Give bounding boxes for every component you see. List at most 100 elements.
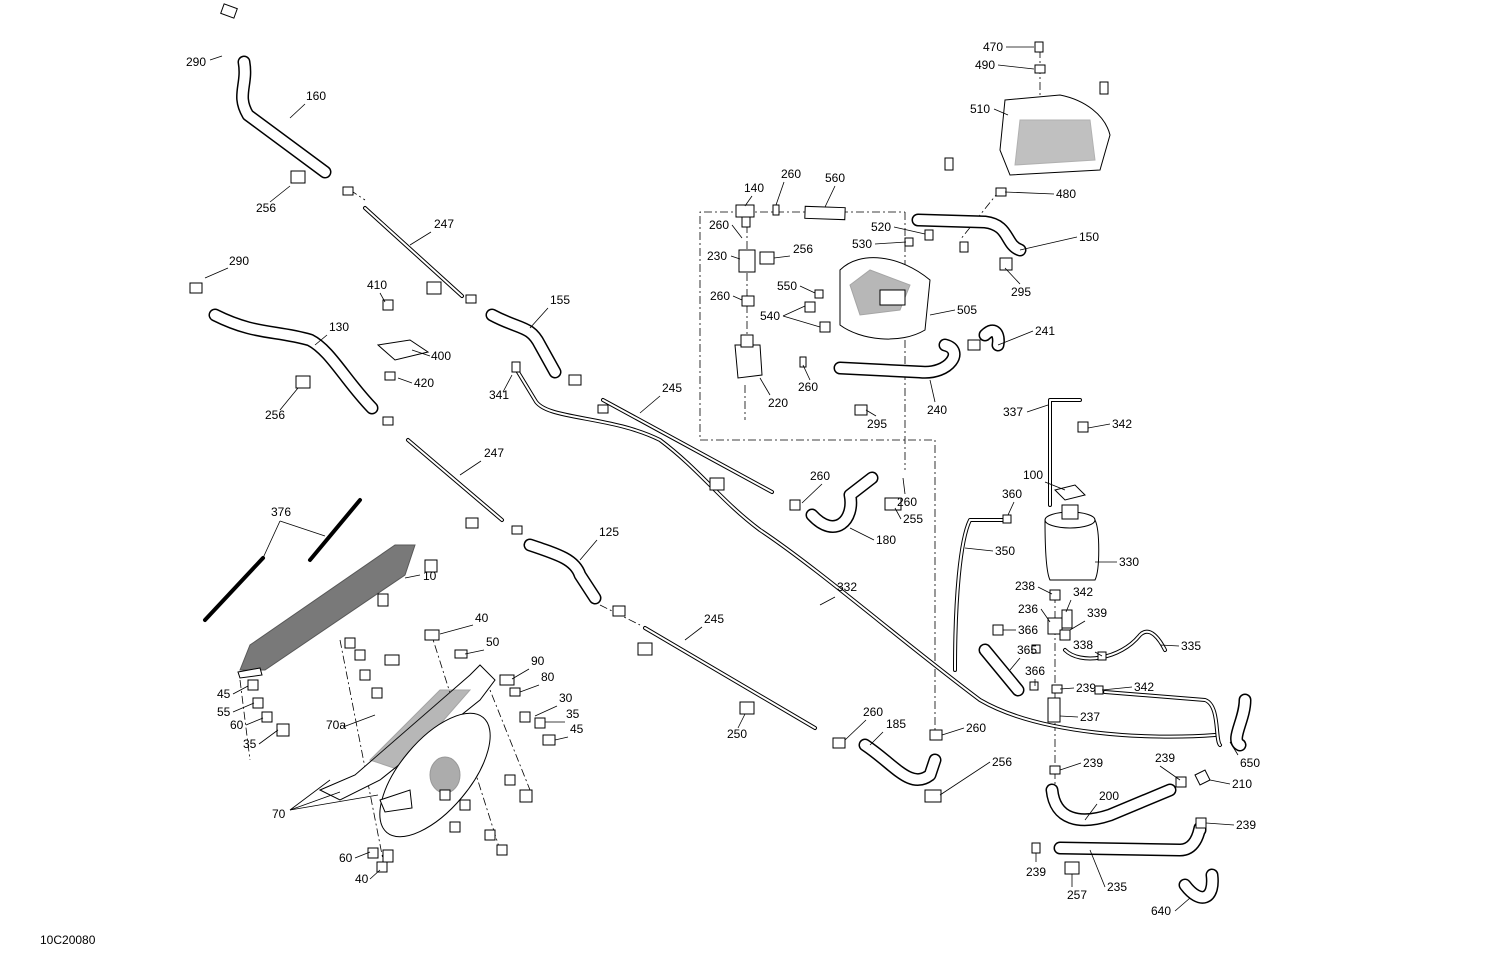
part-label-410: 410 [367, 278, 387, 292]
part-label-235: 235 [1107, 880, 1127, 894]
hose-235 [1053, 821, 1207, 857]
part-label-10: 10 [423, 569, 437, 583]
part-label-50: 50 [486, 635, 500, 649]
valve-220 [734, 334, 763, 379]
hose-640 [1178, 868, 1219, 904]
part-label-220: 220 [768, 396, 788, 410]
hose-200 [1045, 783, 1177, 827]
tube-337 [1048, 398, 1082, 507]
housing-510 [999, 94, 1111, 176]
part-label-420: 420 [414, 376, 434, 390]
part-label-480: 480 [1056, 187, 1076, 201]
part-label-365: 365 [1017, 643, 1037, 657]
part-label-40: 40 [475, 611, 489, 625]
part-label-240: 240 [927, 403, 947, 417]
hose-185 [858, 738, 942, 787]
part-label-239: 239 [1026, 865, 1046, 879]
part-label-150: 150 [1079, 230, 1099, 244]
part-label-295: 295 [1011, 285, 1031, 299]
part-label-337: 337 [1003, 405, 1023, 419]
leader-lines [204, 46, 1239, 912]
hose-180 [805, 471, 879, 533]
part-label-350: 350 [995, 544, 1015, 558]
part-label-35: 35 [566, 707, 580, 721]
hose-130 [208, 308, 379, 415]
part-label-55: 55 [217, 705, 231, 719]
part-label-250: 250 [727, 727, 747, 741]
part-label-60: 60 [339, 851, 353, 865]
part-label-155: 155 [550, 293, 570, 307]
part-label-247: 247 [434, 217, 454, 231]
hose-150 [911, 213, 1027, 257]
part-label-260: 260 [897, 495, 917, 509]
part-label-530: 530 [852, 237, 872, 251]
part-label-255: 255 [903, 512, 923, 526]
cap-100 [1054, 484, 1086, 501]
part-label-332: 332 [837, 580, 857, 594]
hose-241 [978, 324, 1005, 352]
fan-shroud-70a [318, 664, 496, 801]
part-label-210: 210 [1232, 777, 1252, 791]
part-label-560: 560 [825, 171, 845, 185]
part-label-260: 260 [810, 469, 830, 483]
part-label-185: 185 [886, 717, 906, 731]
pipe-245-lower [643, 626, 817, 730]
fitting-140 [735, 204, 755, 228]
part-label-70a: 70a [326, 718, 346, 732]
part-label-330: 330 [1119, 555, 1139, 569]
part-label-180: 180 [876, 533, 896, 547]
part-label-30: 30 [559, 691, 573, 705]
part-label-510: 510 [970, 102, 990, 116]
part-label-239: 239 [1083, 756, 1103, 770]
part-label-80: 80 [541, 670, 555, 684]
part-label-200: 200 [1099, 789, 1119, 803]
rods-376 [203, 498, 362, 622]
part-label-366: 366 [1025, 664, 1045, 678]
part-label-341: 341 [489, 388, 509, 402]
tube-342-lower [1103, 690, 1222, 747]
part-label-257: 257 [1067, 888, 1087, 902]
part-label-239: 239 [1076, 681, 1096, 695]
part-label-256: 256 [992, 755, 1012, 769]
part-label-100: 100 [1023, 468, 1043, 482]
part-label-505: 505 [957, 303, 977, 317]
part-label-540: 540 [760, 309, 780, 323]
bracket-400 [376, 339, 430, 361]
part-label-640: 640 [1151, 904, 1171, 918]
part-label-260: 260 [798, 380, 818, 394]
part-label-160: 160 [306, 89, 326, 103]
part-label-260: 260 [709, 218, 729, 232]
hose-335 [1063, 629, 1167, 661]
part-label-339: 339 [1087, 606, 1107, 620]
part-label-338: 338 [1073, 638, 1093, 652]
part-label-256: 256 [793, 242, 813, 256]
part-label-60: 60 [230, 718, 244, 732]
part-label-260: 260 [966, 721, 986, 735]
fan-70 [379, 712, 491, 838]
part-label-650: 650 [1240, 756, 1260, 770]
part-label-256: 256 [256, 201, 276, 215]
pipe-245-upper [601, 398, 774, 494]
part-label-366: 366 [1018, 623, 1038, 637]
part-label-342: 342 [1112, 417, 1132, 431]
part-label-239: 239 [1155, 751, 1175, 765]
reservoir-330 [1044, 504, 1100, 581]
part-label-70: 70 [272, 807, 286, 821]
hose-155 [485, 308, 562, 379]
pipe-247-upper [363, 206, 464, 298]
part-label-290: 290 [186, 55, 206, 69]
part-label-237: 237 [1080, 710, 1100, 724]
vent-tube-332 [516, 370, 1217, 739]
hose-240 [833, 338, 961, 379]
elbow-210 [1194, 769, 1211, 786]
part-label-90: 90 [531, 654, 545, 668]
part-label-290: 290 [229, 254, 249, 268]
thermostat-housing-505 [839, 257, 931, 340]
part-label-335: 335 [1181, 639, 1201, 653]
part-label-256: 256 [265, 408, 285, 422]
radiator-10 [237, 544, 416, 679]
drawing-layer [189, 3, 1252, 912]
part-label-35: 35 [243, 737, 257, 751]
